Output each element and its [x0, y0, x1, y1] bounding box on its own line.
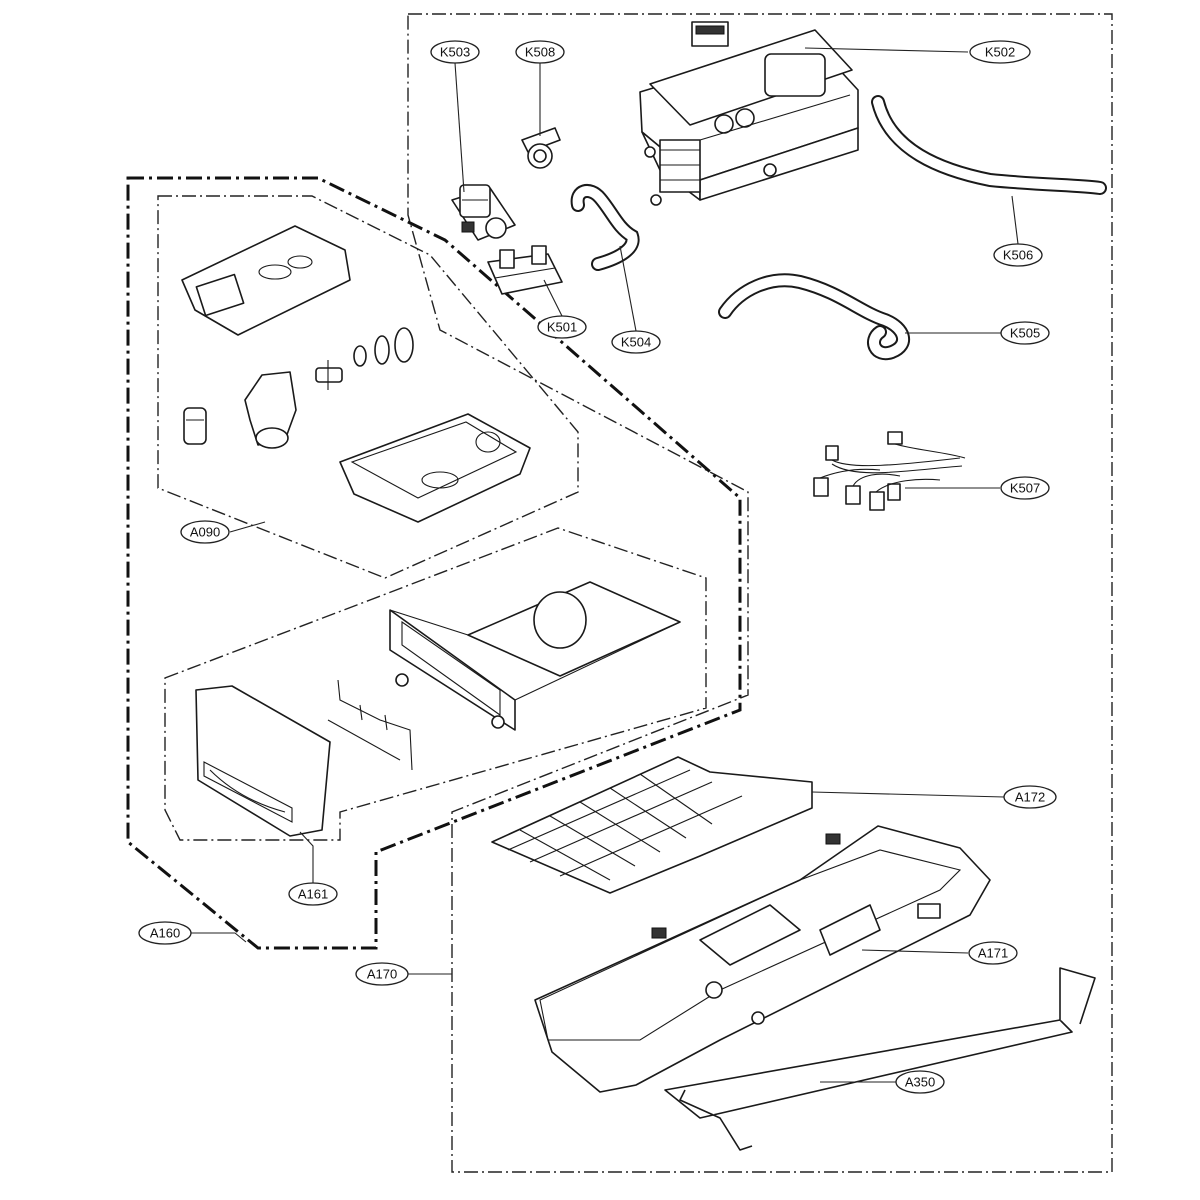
label-k505-text: K505	[1010, 326, 1040, 341]
k505-hose	[718, 273, 910, 361]
a090-dispenser-cap	[181, 225, 351, 336]
k502-valve-housing	[639, 21, 859, 206]
label-a350: A350	[895, 1070, 945, 1094]
label-a171: A171	[968, 941, 1018, 965]
a090-small-seal	[183, 407, 207, 445]
k504-elbow-hose	[570, 184, 640, 271]
label-k507: K507	[1000, 476, 1050, 500]
label-a171-text: A171	[978, 946, 1008, 961]
frame-upper-right-group	[407, 13, 1113, 1173]
label-k504-text: K504	[621, 335, 651, 350]
a172-grille	[491, 756, 813, 894]
label-a160-text: A160	[150, 926, 180, 941]
a090-elbow-fitting	[244, 371, 297, 449]
label-k505: K505	[1000, 321, 1050, 345]
label-k501-text: K501	[547, 320, 577, 335]
label-a090: A090	[180, 520, 230, 544]
frame-a161-group	[164, 527, 707, 841]
label-k506-text: K506	[1003, 248, 1033, 263]
label-a161-text: A161	[298, 887, 328, 902]
a090-nozzle	[315, 360, 343, 390]
label-a170-text: A170	[367, 967, 397, 982]
a350-bar	[664, 967, 1096, 1151]
label-k502-text: K502	[985, 45, 1015, 60]
k506-hose	[871, 95, 1107, 195]
label-k501: K501	[537, 315, 587, 339]
drawer-frame	[389, 581, 681, 731]
label-k508: K508	[515, 40, 565, 64]
label-k508-text: K508	[525, 45, 555, 60]
label-k506: K506	[993, 243, 1043, 267]
label-a161: A161	[288, 882, 338, 906]
k508-clamp	[521, 127, 561, 169]
label-a170: A170	[355, 962, 409, 986]
frame-a090-group	[157, 195, 579, 579]
label-k503-text: K503	[440, 45, 470, 60]
label-a350-text: A350	[905, 1075, 935, 1090]
label-k503: K503	[430, 40, 480, 64]
k501-bracket	[487, 245, 563, 295]
label-a172: A172	[1003, 785, 1057, 809]
label-a160: A160	[138, 921, 192, 945]
label-k504: K504	[611, 330, 661, 354]
a090-tray	[339, 413, 531, 523]
drawer-spring-clip	[327, 679, 413, 771]
label-k507-text: K507	[1010, 481, 1040, 496]
label-a172-text: A172	[1015, 790, 1045, 805]
label-k502: K502	[969, 40, 1031, 64]
k503-solenoid-valve	[451, 184, 516, 241]
leader-lines	[191, 47, 1019, 1083]
k507-wire-harness	[813, 431, 966, 511]
a161-drawer-front	[195, 685, 331, 837]
a090-o-rings	[353, 327, 414, 367]
label-a090-text: A090	[190, 525, 220, 540]
a171-housing	[534, 825, 991, 1093]
